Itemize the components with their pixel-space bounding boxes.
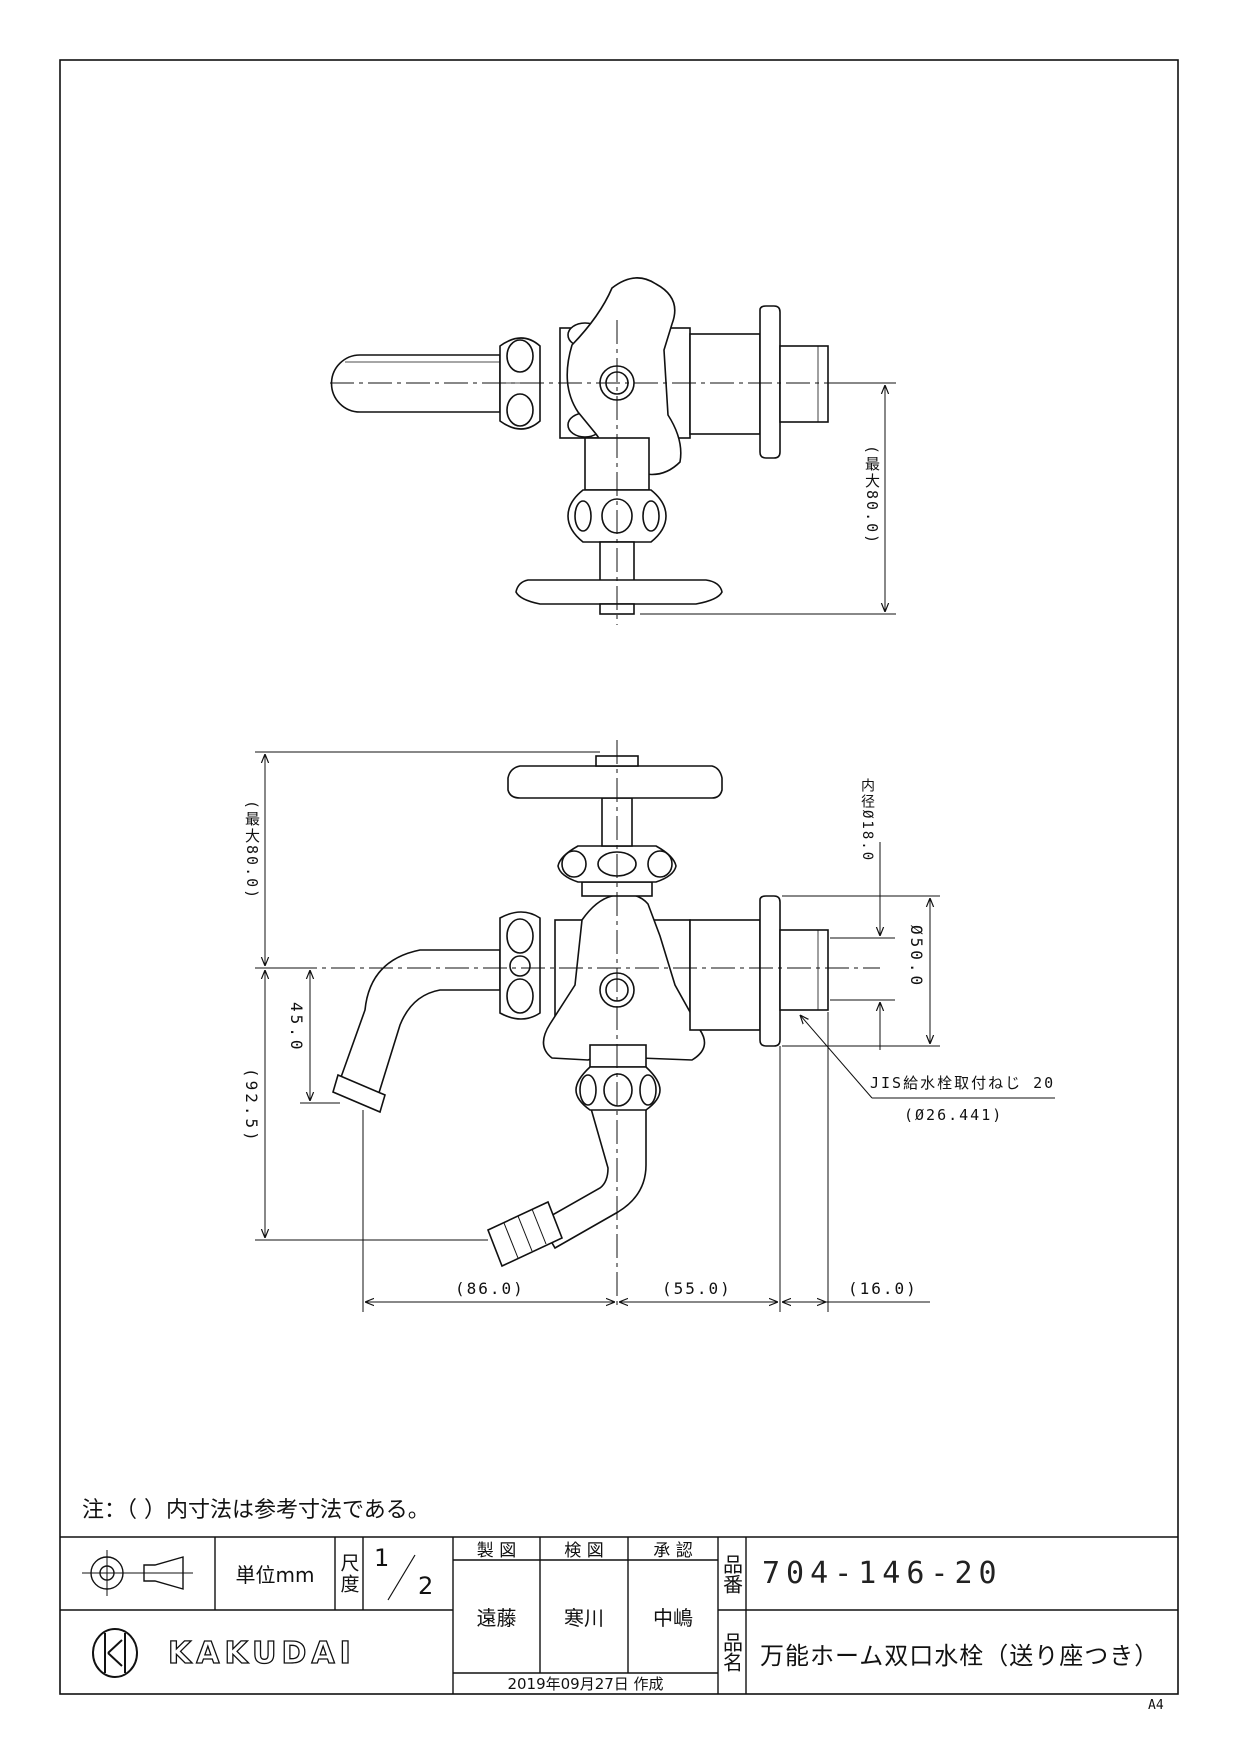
scale-denominator: 2 [418, 1572, 434, 1600]
kakudai-logo [92, 1628, 138, 1678]
inner-diameter-dim: 内径Ø18.0 [859, 778, 875, 863]
sheet-size: A4 [1148, 1698, 1164, 1713]
reference-dimension-note: 注：（ ）内寸法は参考寸法である。 [82, 1498, 430, 1523]
drawn-header: 製 図 [476, 1541, 517, 1561]
title-block [60, 1536, 1178, 1694]
hose-drop-dim: (92.5) [242, 1068, 261, 1144]
approved-header: 承 認 [653, 1541, 693, 1561]
part-name-label: 品名 [719, 1632, 744, 1672]
top-view-dimension [640, 382, 896, 615]
scale-numerator: 1 [374, 1544, 390, 1572]
front-view-dimensions [255, 751, 1055, 1312]
approved-by: 中嶋 [653, 1606, 693, 1630]
spout-drop-dim: 45.0 [287, 1002, 306, 1053]
front-view-centerlines [255, 740, 880, 1310]
top-view-centerlines [330, 320, 860, 625]
flange-diameter-dim: Ø50.0 [907, 925, 926, 989]
brand-name: KAKUDAI [167, 1635, 356, 1671]
part-number-label: 品番 [719, 1554, 744, 1594]
thread-spec: JIS給水栓取付ねじ 20 [870, 1074, 1056, 1092]
unit-label: 単位mm [235, 1563, 315, 1587]
front-view [332, 755, 829, 1268]
drawn-by: 遠藤 [476, 1606, 517, 1630]
checked-header: 検 図 [564, 1541, 604, 1561]
thread-diameter: (Ø26.441) [904, 1106, 1004, 1124]
front-view-max-height-dim: (最大80.0) [243, 800, 261, 901]
drawing-frame [59, 59, 1179, 1695]
scale-label: 尺度 [337, 1553, 360, 1595]
thread-length-dim: (16.0) [848, 1279, 918, 1298]
part-number: 704-146-20 [762, 1556, 1003, 1591]
body-to-wall-dim: (55.0) [662, 1279, 732, 1298]
part-name: 万能ホーム双口水栓（送り座つき） [760, 1642, 1160, 1670]
top-view [330, 277, 829, 615]
checked-by: 寒川 [564, 1606, 604, 1630]
third-angle-projection-icon [82, 1550, 193, 1596]
created-date: 2019年09月27日 作成 [507, 1675, 664, 1693]
top-view-max-height-dim: (最大80.0) [863, 445, 881, 546]
spout-reach-dim: (86.0) [455, 1279, 525, 1298]
